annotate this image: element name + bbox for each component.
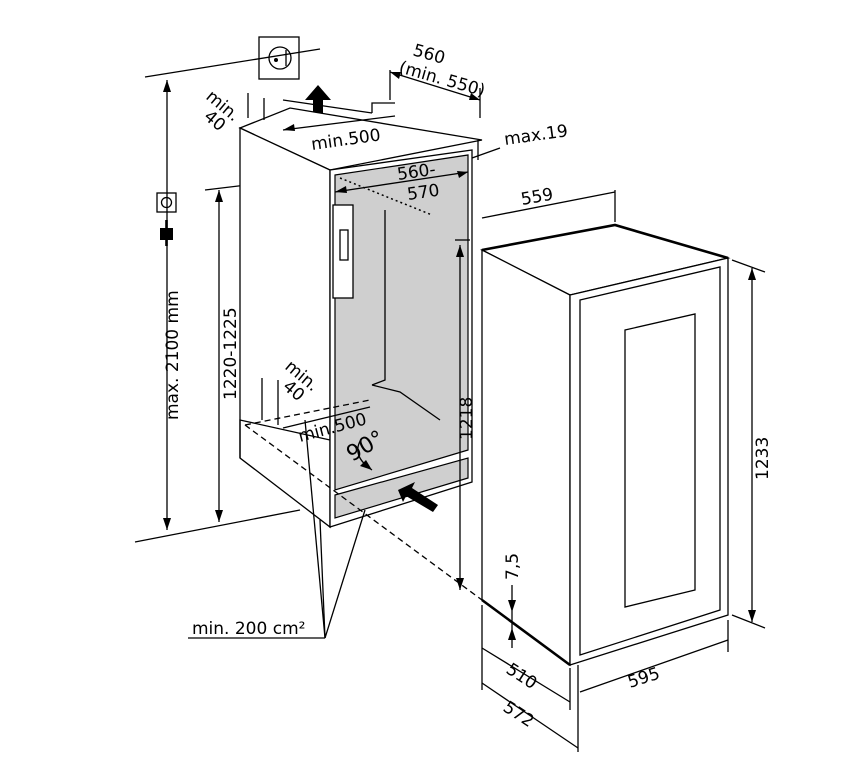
appliance-depth-door-label: 572 — [499, 697, 537, 731]
appliance-body-height-label: 1218 — [457, 397, 477, 440]
max-height-label: max. 2100 mm — [163, 290, 183, 420]
niche-width-label-2: 570 — [406, 181, 441, 205]
plinth-offset-label: 7,5 — [503, 553, 523, 580]
niche-height-label: 1220-1225 — [221, 307, 241, 400]
vent-area-label: min. 200 cm² — [192, 619, 305, 639]
appliance-total-height-label: 1233 — [753, 437, 773, 480]
airflow-in-arrow-icon — [398, 482, 438, 512]
appliance-width-label: 595 — [625, 664, 662, 693]
wine-cooler-appliance — [480, 223, 731, 667]
airflow-out-arrow-icon — [305, 85, 331, 117]
max-offset-label: max.19 — [503, 121, 569, 150]
appliance-width-top-label: 559 — [519, 185, 554, 210]
niche-cabinet — [238, 99, 483, 529]
